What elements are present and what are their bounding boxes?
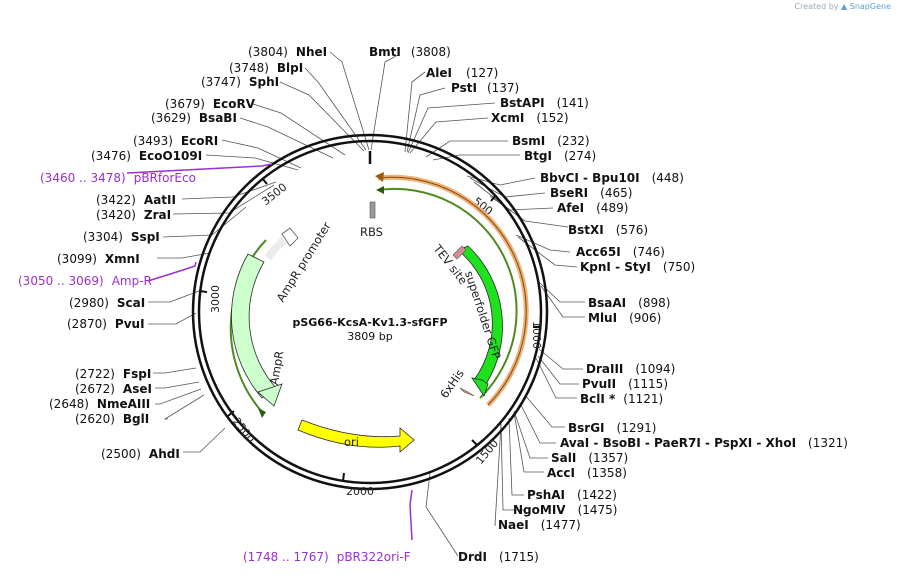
site-label-AvaI: AvaI - BsoBI - PaeR7I - PspXI - XhoI(132… (560, 436, 848, 450)
site-labels-right: BmtI(3808) AleI(127) PstI(137) BstAPI(14… (369, 45, 848, 564)
his-tag-feature (459, 387, 475, 397)
site-label-MluI: MluI(906) (588, 311, 661, 325)
site-label-AfeI: AfeI(489) (557, 201, 628, 215)
orf-inner-green (377, 187, 518, 399)
site-label-PshAI: PshAI(1422) (527, 488, 617, 502)
primer-labels: (3460 .. 3478)pBRforEco (3050 .. 3069)Am… (18, 171, 411, 564)
site-label-AccI: AccI(1358) (547, 466, 627, 480)
tick-label-3500: 3500 (259, 181, 289, 208)
site-label-NmeAIII: (2648)NmeAIII (49, 397, 150, 411)
his-tag-label: 6xHis (437, 367, 467, 401)
site-label-BsrGI: BsrGI(1291) (568, 421, 656, 435)
scale-ticks (198, 177, 541, 482)
tev-site-feature (452, 245, 467, 260)
site-label-XcmI: XcmI(152) (491, 111, 569, 125)
site-label-XmnI: (3099)XmnI (57, 252, 140, 266)
site-label-BsaBI: (3629)BsaBI (151, 111, 237, 125)
site-label-DrdI: DrdI(1715) (458, 550, 539, 564)
credit-prefix: Created by (794, 2, 839, 11)
site-label-BsaAI: BsaAI(898) (588, 296, 670, 310)
site-label-ScaI: (2980)ScaI (69, 296, 145, 310)
site-label-ZraI: (3420)ZraI (96, 208, 171, 222)
site-label-Acc65I: Acc65I(746) (576, 245, 665, 259)
site-label-BlpI: (3748)BlpI (229, 61, 303, 75)
orf-inner-arrowhead (376, 186, 384, 194)
ampr-promoter-label: AmpR promoter (274, 219, 334, 304)
site-label-AseI: (2672)AseI (75, 382, 152, 396)
ori-label: ori (344, 435, 359, 449)
site-label-PvuII: PvuII(1115) (582, 377, 668, 391)
tick-label-2500: 2500 (230, 415, 257, 445)
tick-label-2000: 2000 (346, 485, 374, 498)
map-title: pSG66-KcsA-Kv1.3-sfGFP (292, 316, 447, 329)
tick-label-1000: 1000 (530, 321, 543, 349)
site-label-BstXI: BstXI(576) (568, 223, 648, 237)
ampr-arrowhead (257, 383, 283, 407)
ampr-promoter-band (264, 237, 287, 261)
snapgene-credit: Created by ▲ SnapGene (794, 2, 891, 11)
site-label-BbvCI: BbvCI - Bpu10I(448) (540, 171, 684, 185)
site-label-EcoRI: (3493)EcoRI (133, 134, 218, 148)
primer-label-AmpR: (3050 .. 3069)Amp-R (18, 274, 152, 288)
snapgene-logo-icon: ▲ (841, 2, 848, 11)
ampr-promoter-feature (281, 227, 299, 247)
site-label-PstI: PstI(137) (451, 81, 519, 95)
site-label-FspI: (2722)FspI (75, 367, 151, 381)
site-label-EcoO109I: (3476)EcoO109I (91, 149, 202, 163)
site-label-BtgI: BtgI(274) (524, 149, 596, 163)
site-label-BstAPI: BstAPI(141) (500, 96, 589, 110)
site-label-NaeI: NaeI(1477) (498, 518, 581, 532)
backbone-outer (191, 133, 549, 491)
site-label-SphI: (3747)SphI (201, 75, 279, 89)
orf-left-arrowhead (258, 408, 266, 418)
site-label-SalI: SalI(1357) (551, 451, 628, 465)
site-label-NgoMIV: NgoMIV(1475) (513, 503, 617, 517)
tick-label-3000: 3000 (209, 285, 222, 313)
site-label-DraIII: DraIII(1094) (586, 362, 675, 376)
sfgfp-arrowhead (471, 377, 489, 397)
ampr-label: AmpR (267, 350, 287, 386)
site-label-PvuI: (2870)PvuI (67, 317, 145, 331)
site-label-AhdI: (2500)AhdI (101, 447, 180, 461)
site-label-BsmI: BsmI(232) (512, 134, 590, 148)
credit-brand: SnapGene (849, 2, 891, 11)
orf-outer-arrowhead (375, 172, 384, 182)
leader-lines (148, 51, 585, 557)
site-label-BglI: (2620)BglI (75, 412, 149, 426)
primer-label-pBR322ori: (1748 .. 1767)pBR322ori-F (243, 550, 411, 564)
site-label-KpnI: KpnI - StyI(750) (580, 260, 695, 274)
rbs-label: RBS (360, 225, 383, 239)
site-label-NheI: (3804)NheI (248, 45, 327, 59)
site-label-EcoRV: (3679)EcoRV (165, 97, 256, 111)
site-label-AatII: (3422)AatII (96, 193, 176, 207)
site-label-SspI: (3304)SspI (83, 230, 160, 244)
ori-feature (297, 419, 415, 453)
map-size: 3809 bp (347, 330, 392, 343)
site-label-BclI: BclI *(1121) (580, 392, 663, 406)
rbs-feature (369, 201, 376, 219)
backbone-inner (197, 139, 543, 485)
primer-label-pBRforEco: (3460 .. 3478)pBRforEco (40, 171, 196, 185)
site-label-BmtI: BmtI(3808) (369, 45, 451, 59)
orf-outer-orange-line (377, 176, 527, 406)
site-label-AleI: AleI(127) (426, 66, 498, 80)
primer-marks (126, 163, 413, 541)
site-label-BseRI: BseRI(465) (550, 186, 632, 200)
site-labels-left: (3804)NheI (3748)BlpI (3747)SphI (3679)E… (49, 45, 327, 461)
